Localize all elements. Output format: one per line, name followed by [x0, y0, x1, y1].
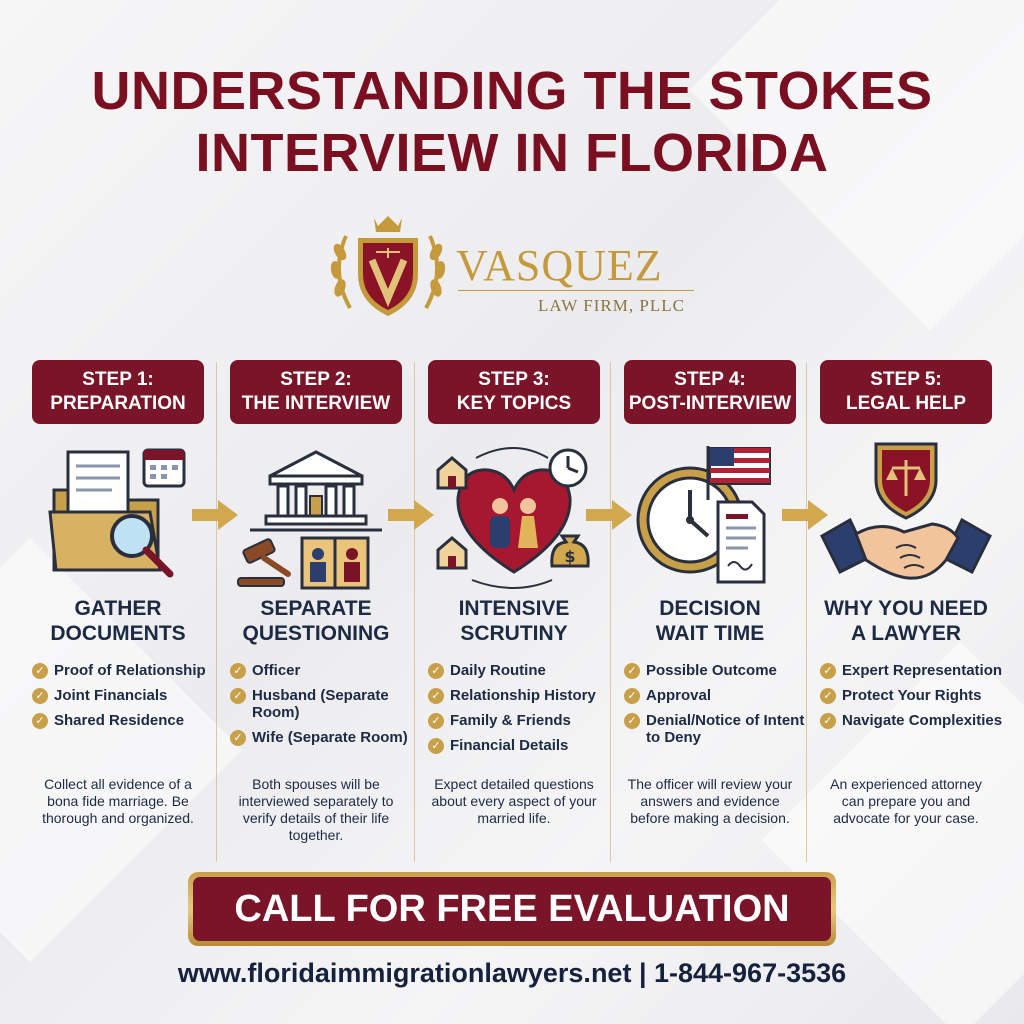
step-bullet-list: ✓Possible Outcome ✓Approval ✓Denial/Noti…	[624, 662, 820, 754]
step-description: An experienced attorney can prepare you …	[830, 776, 982, 826]
step-bullet-list: ✓Daily Routine ✓Relationship History ✓Fa…	[428, 662, 624, 762]
arrow-right-icon	[192, 500, 238, 530]
step-bullet-list: ✓Expert Representation ✓Protect Your Rig…	[820, 662, 1016, 737]
check-icon: ✓	[32, 663, 48, 679]
crest-icon	[330, 216, 446, 316]
step-5: STEP 5: LEGAL HELP WHY YOU NEED A LAWYER…	[820, 360, 1016, 840]
step-description: Both spouses will be interviewed separat…	[238, 776, 394, 843]
step-heading: INTENSIVE SCRUTINY	[458, 597, 570, 645]
step-description: Collect all evidence of a bona fide marr…	[42, 776, 194, 826]
list-item: ✓Denial/Notice of Intent to Deny	[624, 712, 820, 746]
step-heading: GATHER DOCUMENTS	[50, 597, 186, 645]
free-evaluation-button[interactable]: CALL FOR FREE EVALUATION	[188, 872, 836, 946]
check-icon: ✓	[428, 738, 444, 754]
list-item: ✓Husband (Separate Room)	[230, 687, 426, 721]
free-evaluation-label: CALL FOR FREE EVALUATION	[193, 877, 831, 941]
logo-subtitle: LAW FIRM, PLLC	[538, 296, 685, 315]
check-icon: ✓	[624, 663, 640, 679]
list-item: ✓Shared Residence	[32, 712, 228, 729]
check-icon: ✓	[820, 713, 836, 729]
arrow-right-icon	[782, 500, 828, 530]
clock-flag-document-icon	[636, 446, 771, 584]
column-divider	[610, 362, 611, 862]
svg-text:$: $	[564, 547, 575, 566]
courthouse-gavel-icon	[237, 450, 382, 590]
title-line-2: INTERVIEW IN FLORIDA	[195, 123, 829, 183]
logo-rule	[458, 290, 694, 291]
step-bullet-list: ✓Officer ✓Husband (Separate Room) ✓Wife …	[230, 662, 426, 754]
list-item: ✓Expert Representation	[820, 662, 1016, 679]
check-icon: ✓	[32, 688, 48, 704]
step-illustration	[624, 440, 796, 590]
check-icon: ✓	[624, 713, 640, 729]
step-3: STEP 3: KEY TOPICS $ INTENSIVE SCRUTINY …	[428, 360, 624, 840]
column-divider	[806, 362, 807, 862]
list-item: ✓Wife (Separate Room)	[230, 729, 426, 746]
list-item: ✓Family & Friends	[428, 712, 624, 729]
step-illustration	[820, 440, 992, 590]
page-title: UNDERSTANDING THE STOKES INTERVIEW IN FL…	[0, 60, 1024, 184]
firm-logo: VASQUEZ LAW FIRM, PLLC	[324, 212, 704, 322]
step-badge: STEP 1: PREPARATION	[32, 360, 204, 424]
list-item: ✓Officer	[230, 662, 426, 679]
step-heading: SEPARATE QUESTIONING	[242, 597, 390, 645]
check-icon: ✓	[32, 713, 48, 729]
handshake-shield-icon	[820, 442, 992, 580]
check-icon: ✓	[230, 730, 246, 746]
step-illustration	[32, 440, 204, 590]
check-icon: ✓	[624, 688, 640, 704]
list-item: ✓Joint Financials	[32, 687, 228, 704]
column-divider	[414, 362, 415, 862]
step-illustration	[230, 440, 402, 590]
step-heading: WHY YOU NEED A LAWYER	[824, 597, 988, 645]
arrow-right-icon	[388, 500, 434, 530]
list-item: ✓Possible Outcome	[624, 662, 820, 679]
step-bullet-list: ✓Proof of Relationship ✓Joint Financials…	[32, 662, 228, 737]
check-icon: ✓	[820, 688, 836, 704]
step-4: STEP 4: POST-INTERVIEW DECISION WAIT TIM…	[624, 360, 820, 840]
step-description: The officer will review your answers and…	[627, 776, 793, 826]
logo-wordmark: VASQUEZ	[456, 241, 663, 290]
step-badge: STEP 2: THE INTERVIEW	[230, 360, 402, 424]
contact-info: www.floridaimmigrationlawyers.net | 1-84…	[177, 958, 847, 988]
step-2: STEP 2: THE INTERVIEW SEPARATE QUESTIONI…	[230, 360, 426, 843]
check-icon: ✓	[428, 713, 444, 729]
check-icon: ✓	[230, 663, 246, 679]
list-item: ✓Proof of Relationship	[32, 662, 228, 679]
arrow-right-icon	[586, 500, 632, 530]
check-icon: ✓	[428, 663, 444, 679]
folder-magnifier-icon	[48, 448, 186, 578]
list-item: ✓Navigate Complexities	[820, 712, 1016, 729]
step-badge: STEP 5: LEGAL HELP	[820, 360, 992, 424]
step-1: STEP 1: PREPARATION GATHER DOCUMENTS ✓Pr…	[32, 360, 228, 840]
step-illustration: $	[428, 440, 600, 590]
check-icon: ✓	[428, 688, 444, 704]
heart-couple-icon: $	[436, 447, 590, 589]
step-heading: DECISION WAIT TIME	[655, 597, 765, 645]
title-line-1: UNDERSTANDING THE STOKES	[91, 61, 933, 121]
list-item: ✓Approval	[624, 687, 820, 704]
step-badge: STEP 3: KEY TOPICS	[428, 360, 600, 424]
list-item: ✓Financial Details	[428, 737, 624, 754]
step-badge: STEP 4: POST-INTERVIEW	[624, 360, 796, 424]
list-item: ✓Relationship History	[428, 687, 624, 704]
check-icon: ✓	[230, 688, 246, 704]
step-description: Expect detailed questions about every as…	[431, 776, 597, 826]
list-item: ✓Protect Your Rights	[820, 687, 1016, 704]
list-item: ✓Daily Routine	[428, 662, 624, 679]
check-icon: ✓	[820, 663, 836, 679]
column-divider	[216, 362, 217, 862]
